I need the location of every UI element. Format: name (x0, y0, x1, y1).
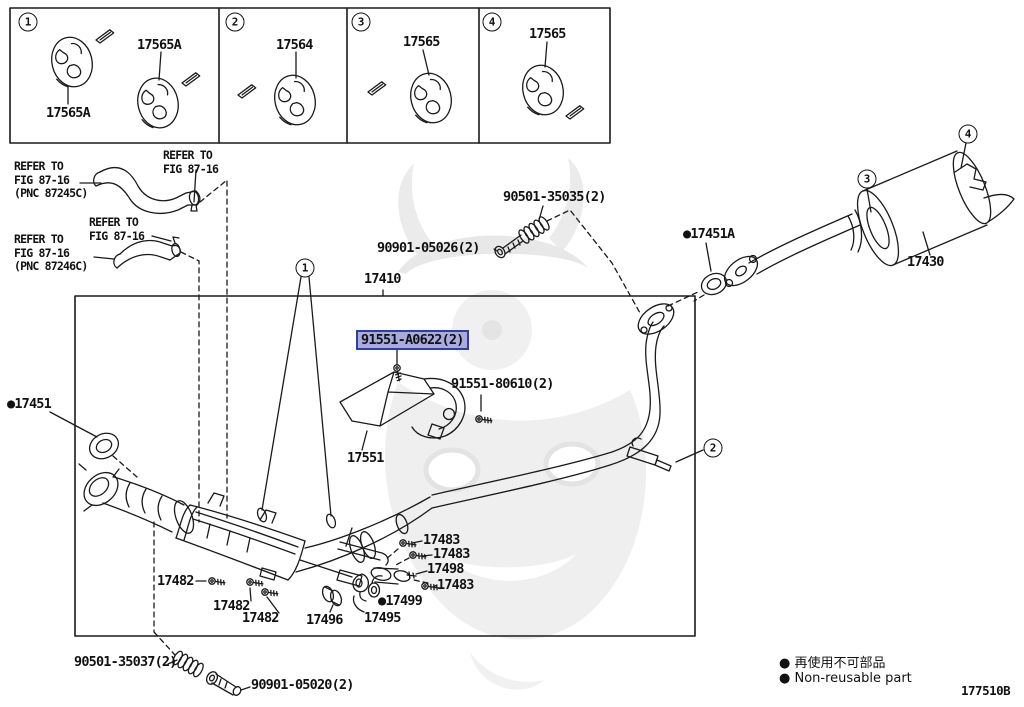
callout-box-1-number: 1 (18, 12, 38, 32)
legend-non-reusable-en: ● Non-reusable part (779, 671, 912, 686)
part-label-17483-2[interactable]: 17483 (433, 546, 470, 562)
part-label-17482-3[interactable]: 17482 (242, 610, 279, 626)
part-label-17483-3[interactable]: 17483 (437, 577, 474, 593)
part-label-17451a[interactable]: ●17451A (683, 226, 735, 242)
part-label-17482-1[interactable]: 17482 (157, 573, 194, 589)
diagram-callout-2: 2 (703, 438, 723, 458)
part-label-90901-05026[interactable]: 90901-05026(2) (377, 240, 480, 256)
part-label-17565-4[interactable]: 17565 (529, 26, 566, 42)
part-label-17496[interactable]: 17496 (306, 612, 343, 628)
background-watermark (385, 158, 647, 690)
diagram-callout-4: 4 (958, 124, 978, 144)
legend-non-reusable-jp: ● 再使用不可部品 (779, 656, 886, 671)
figure-code: 177510B (961, 683, 1011, 698)
part-label-17564[interactable]: 17564 (276, 37, 313, 53)
callout-box-3-number: 3 (351, 12, 371, 32)
part-label-17482-2[interactable]: 17482 (213, 598, 250, 614)
part-label-91551-a0622-highlighted[interactable]: 91551-A0622(2) (356, 330, 469, 350)
part-label-17565a-1[interactable]: 17565A (137, 37, 182, 53)
callout-box-4-number: 4 (482, 12, 502, 32)
part-label-17410[interactable]: 17410 (364, 271, 401, 287)
part-label-90901-05020[interactable]: 90901-05020(2) (251, 677, 354, 693)
part-label-90501-35037[interactable]: 90501-35037(2) (74, 654, 177, 670)
part-label-17430[interactable]: 17430 (907, 254, 944, 270)
part-label-17565a-2[interactable]: 17565A (46, 105, 91, 121)
part-label-17565-3[interactable]: 17565 (403, 34, 440, 50)
diagram-callout-3: 3 (857, 169, 877, 189)
part-label-17495[interactable]: 17495 (364, 610, 401, 626)
part-label-91551-80610[interactable]: 91551-80610(2) (451, 376, 554, 392)
part-label-17483-1[interactable]: 17483 (423, 532, 460, 548)
diagram-callout-1: 1 (295, 258, 315, 278)
callout-box-2-number: 2 (225, 12, 245, 32)
part-label-17551[interactable]: 17551 (347, 450, 384, 466)
part-label-17451[interactable]: ●17451 (7, 396, 52, 412)
part-label-90501-35035[interactable]: 90501-35035(2) (503, 189, 606, 205)
part-label-17498[interactable]: 17498 (427, 561, 464, 577)
part-label-17499[interactable]: ●17499 (378, 593, 423, 609)
